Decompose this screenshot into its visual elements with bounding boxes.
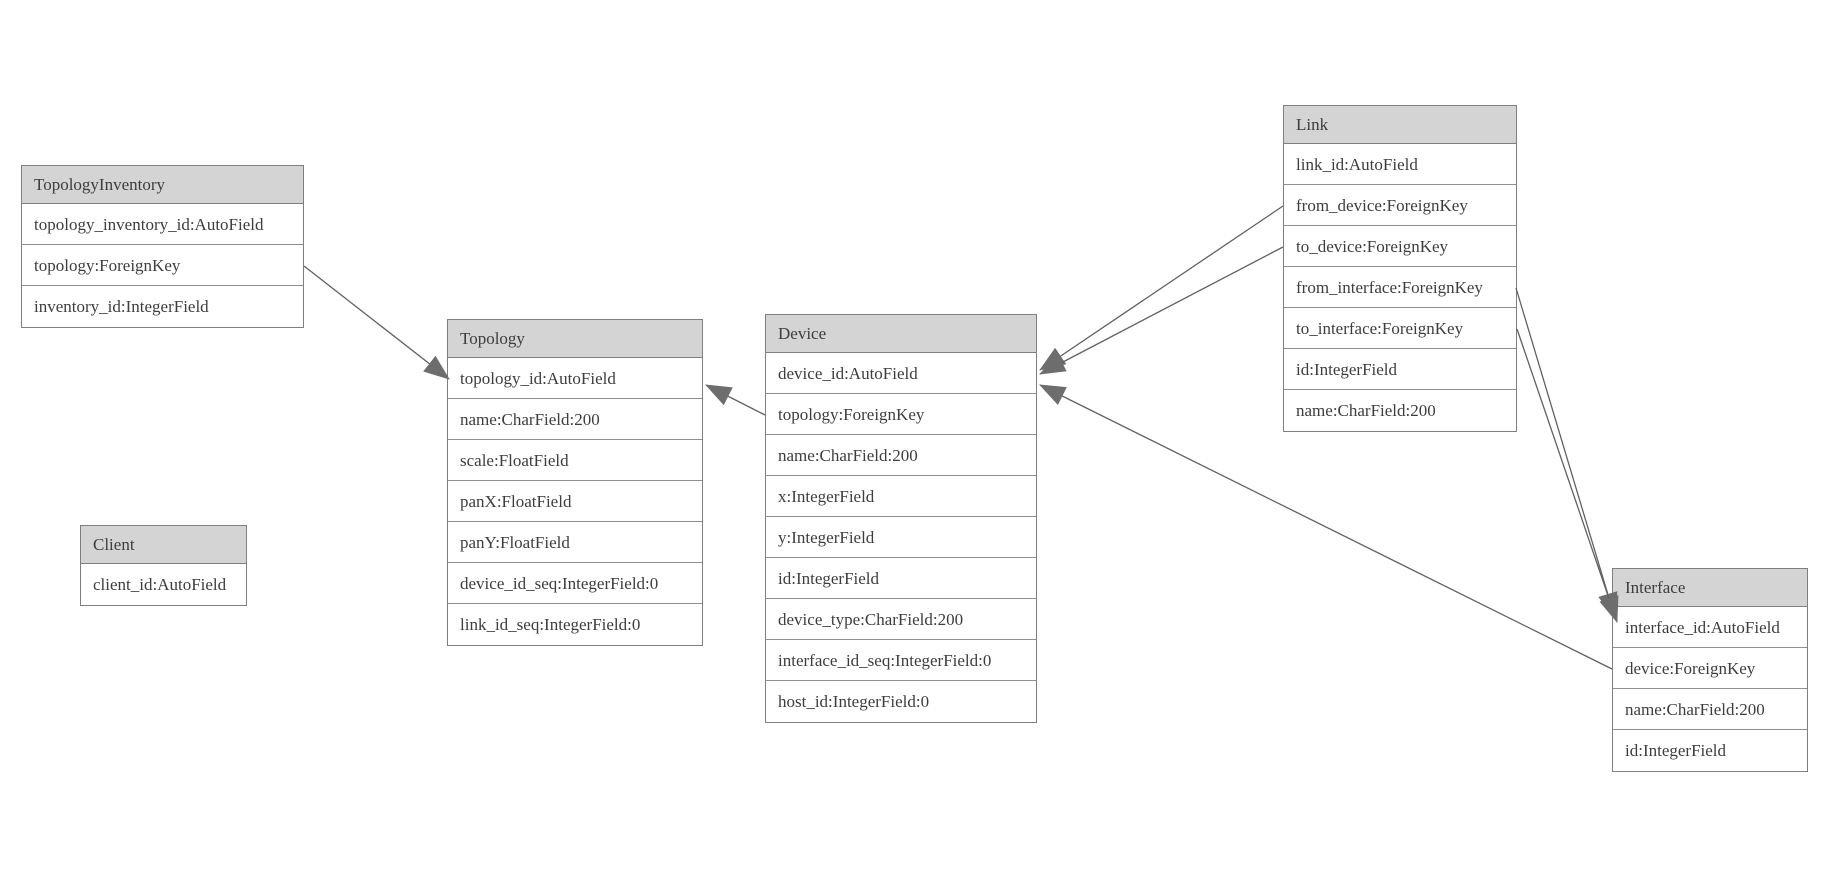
entity-field-row: name:CharField:200 xyxy=(1613,689,1807,730)
entity-field-row: topology:ForeignKey xyxy=(766,394,1036,435)
entity-field-row: host_id:IntegerField:0 xyxy=(766,681,1036,722)
entity-field-row: link_id:AutoField xyxy=(1284,144,1516,185)
entity-header: Topology xyxy=(448,320,702,358)
entity-field-row: inventory_id:IntegerField xyxy=(22,286,303,327)
entity-field-row: from_interface:ForeignKey xyxy=(1284,267,1516,308)
entity-field-row: topology_id:AutoField xyxy=(448,358,702,399)
relation-edge xyxy=(303,265,450,380)
entity-field-row: to_device:ForeignKey xyxy=(1284,226,1516,267)
entity-field-row: topology:ForeignKey xyxy=(22,245,303,286)
relation-edge xyxy=(1516,328,1619,623)
relation-edge xyxy=(705,384,766,416)
relation-edge xyxy=(1039,205,1284,371)
entity-field-row: name:CharField:200 xyxy=(1284,390,1516,431)
entity-field-row: device_type:CharField:200 xyxy=(766,599,1036,640)
entity-field-row: topology_inventory_id:AutoField xyxy=(22,204,303,245)
entity-field-row: link_id_seq:IntegerField:0 xyxy=(448,604,702,645)
entity-field-row: to_interface:ForeignKey xyxy=(1284,308,1516,349)
entity-field-row: device_id:AutoField xyxy=(766,353,1036,394)
entity-field-row: scale:FloatField xyxy=(448,440,702,481)
entity-field-row: panY:FloatField xyxy=(448,522,702,563)
entity-header: Link xyxy=(1284,106,1516,144)
entity-field-row: x:IntegerField xyxy=(766,476,1036,517)
entity-field-row: device_id_seq:IntegerField:0 xyxy=(448,563,702,604)
relation-edge xyxy=(1515,287,1618,619)
entity-topologyinventory[interactable]: TopologyInventory topology_inventory_id:… xyxy=(21,165,304,328)
relation-edge xyxy=(1039,246,1284,375)
entity-field-row: name:CharField:200 xyxy=(766,435,1036,476)
entity-field-row: id:IntegerField xyxy=(1613,730,1807,771)
entity-header: Interface xyxy=(1613,569,1807,607)
entity-field-row: name:CharField:200 xyxy=(448,399,702,440)
entity-field-row: interface_id:AutoField xyxy=(1613,607,1807,648)
entity-field-row: id:IntegerField xyxy=(766,558,1036,599)
entity-field-row: interface_id_seq:IntegerField:0 xyxy=(766,640,1036,681)
entity-field-row: y:IntegerField xyxy=(766,517,1036,558)
entity-field-row: panX:FloatField xyxy=(448,481,702,522)
entity-field-row: from_device:ForeignKey xyxy=(1284,185,1516,226)
entity-header: Device xyxy=(766,315,1036,353)
entity-header: TopologyInventory xyxy=(22,166,303,204)
entity-header: Client xyxy=(81,526,246,564)
entity-field-row: id:IntegerField xyxy=(1284,349,1516,390)
entity-field-row: device:ForeignKey xyxy=(1613,648,1807,689)
entity-field-row: client_id:AutoField xyxy=(81,564,246,605)
entity-client[interactable]: Client client_id:AutoField xyxy=(80,525,247,606)
